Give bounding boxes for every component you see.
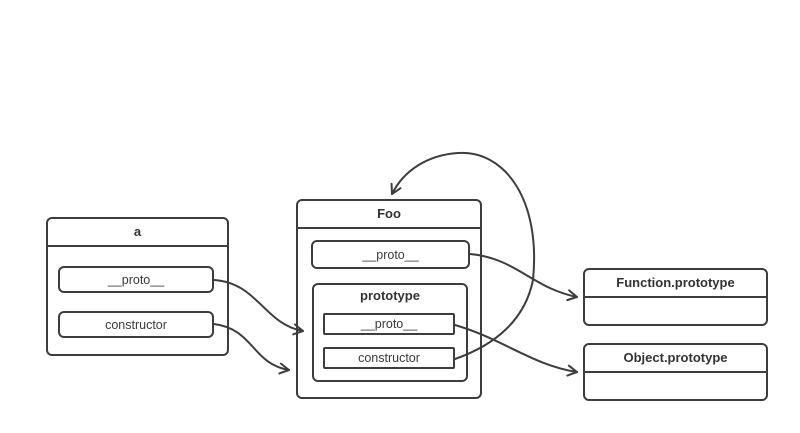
group-foo-prototype: prototype __proto__ constructor [312, 283, 468, 382]
node-a-title: a [48, 219, 227, 247]
node-foo-title: Foo [298, 201, 480, 229]
node-foo: Foo __proto__ prototype __proto__ constr… [296, 199, 482, 399]
field-foo-prototype-proto-label: __proto__ [360, 317, 418, 331]
arrow-foo-proto-to-function-prototype [469, 253, 578, 302]
field-a-constructor: constructor [58, 311, 214, 338]
node-object-prototype-title: Object.prototype [585, 345, 766, 373]
group-foo-prototype-title: prototype [360, 288, 420, 303]
node-function-prototype-title: Function.prototype [585, 270, 766, 298]
field-foo-proto-label: __proto__ [362, 247, 419, 262]
node-a: a __proto__ constructor [46, 217, 229, 356]
field-a-proto-label: __proto__ [107, 272, 165, 287]
field-foo-prototype-proto: __proto__ [323, 313, 455, 335]
node-object-prototype: Object.prototype [583, 343, 768, 401]
field-a-constructor-label: constructor [105, 317, 167, 332]
field-foo-proto: __proto__ [311, 240, 470, 269]
field-foo-prototype-constructor: constructor [323, 347, 455, 369]
field-foo-prototype-constructor-label: constructor [358, 351, 420, 365]
node-function-prototype: Function.prototype [583, 268, 768, 326]
field-a-proto: __proto__ [58, 266, 214, 293]
